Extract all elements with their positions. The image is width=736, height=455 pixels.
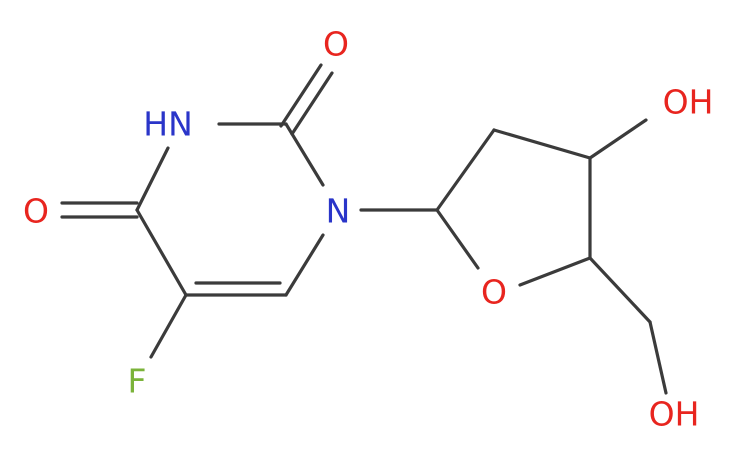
bond-n3-c4 <box>135 146 170 212</box>
bond-c5p-oh <box>648 320 668 395</box>
bond-c2-n1 <box>284 122 325 187</box>
atom-o-carbonyl-4: O <box>23 192 49 231</box>
atom-o-carbonyl-2: O <box>323 25 349 64</box>
atom-labels: O HN O N F O OH OH <box>23 25 713 434</box>
atom-oh-3prime: OH <box>663 83 714 122</box>
bond-c6-n1 <box>284 233 325 297</box>
bond-c2-o2-a <box>279 63 323 128</box>
atom-n-1: N <box>326 192 351 231</box>
bond-c5-f <box>149 293 188 359</box>
bond-c4-c5 <box>135 208 188 297</box>
bond-c2-o2-b <box>290 71 334 136</box>
bond-c4p-c5p <box>588 256 652 324</box>
atom-nh-3: HN <box>143 105 193 144</box>
atom-oh-5prime: OH <box>649 395 700 434</box>
bond-o-c1p <box>435 208 480 270</box>
bond-c1p-c2p <box>435 128 496 212</box>
bond-c4p-o <box>518 256 592 287</box>
bond-c2p-c3p <box>492 128 592 160</box>
atom-o-ring: O <box>481 273 507 312</box>
bond-c3p-oh <box>588 118 648 160</box>
bonds <box>60 63 668 395</box>
atom-fluorine: F <box>128 362 147 401</box>
